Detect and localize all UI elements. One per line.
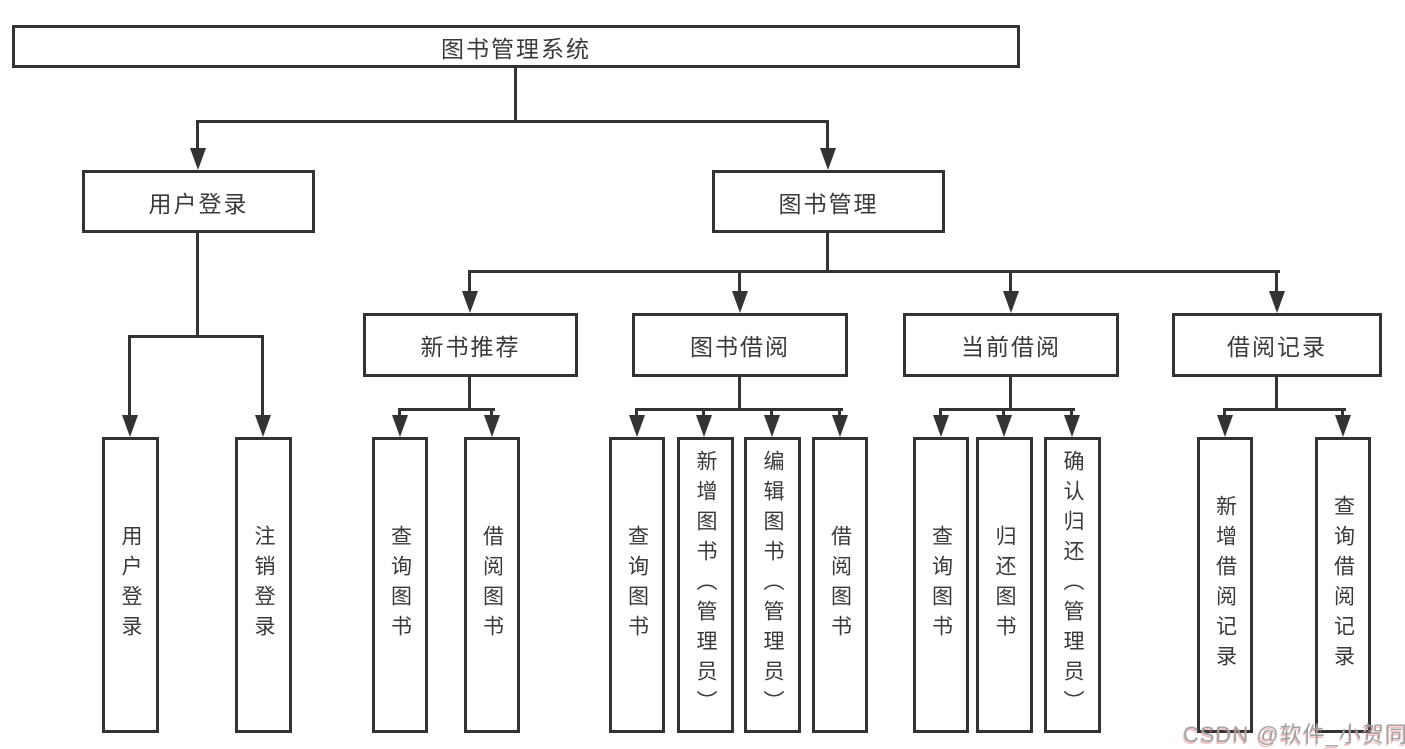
node-book-borrowing-label: 图书借阅	[690, 334, 790, 360]
leaf-cb-query-books: 查询图书	[913, 437, 969, 733]
connector-hline	[128, 335, 264, 338]
csdn-watermark: CSDN @软件_小贺同学	[1183, 722, 1405, 747]
connector-vline	[635, 408, 638, 417]
connector-hline	[1223, 408, 1346, 411]
arrowhead-down-icon	[820, 148, 836, 170]
connector-vline	[514, 68, 517, 120]
connector-vline	[738, 377, 741, 408]
connector-vline	[468, 377, 471, 408]
node-root-label: 图书管理系统	[441, 35, 591, 62]
leaf-bb-borrow-books-label: 借阅图书	[828, 525, 852, 645]
connector-vline	[826, 120, 829, 149]
leaf-cb-query-books-label: 查询图书	[929, 525, 953, 645]
node-current-borrowing-label: 当前借阅	[961, 334, 1061, 360]
leaf-cb-return-books: 归还图书	[976, 437, 1033, 733]
arrowhead-down-icon	[255, 415, 271, 437]
connector-vline	[939, 408, 942, 417]
leaf-nb-query-books-label: 查询图书	[388, 525, 412, 645]
leaf-br-query-record: 查询借阅记录	[1315, 437, 1371, 733]
node-root: 图书管理系统	[12, 25, 1020, 68]
leaf-br-add-record-label: 新增借阅记录	[1213, 495, 1237, 675]
connector-vline	[1002, 408, 1005, 417]
leaf-cb-confirm-return-admin: 确认归还（管理员）	[1044, 437, 1101, 733]
leaf-br-add-record: 新增借阅记录	[1197, 437, 1253, 733]
leaf-user-login: 用户登录	[102, 437, 159, 733]
node-new-book-recommend-label: 新书推荐	[420, 334, 521, 360]
connector-hline	[196, 120, 829, 123]
arrowhead-down-icon	[629, 415, 645, 437]
leaf-bb-edit-books-admin-label: 编辑图书（管理员）	[761, 450, 784, 720]
arrowhead-down-icon	[1003, 291, 1019, 313]
arrowhead-down-icon	[764, 415, 780, 437]
leaf-user-login-label: 用户登录	[119, 525, 142, 645]
arrowhead-down-icon	[696, 415, 712, 437]
connector-vline	[826, 233, 829, 270]
leaf-bb-query-books: 查询图书	[609, 437, 665, 733]
leaf-nb-borrow-books-label: 借阅图书	[480, 525, 504, 645]
node-borrowing-records: 借阅记录	[1172, 313, 1382, 377]
node-user-login: 用户登录	[82, 170, 315, 233]
node-book-borrowing: 图书借阅	[632, 313, 848, 377]
arrowhead-down-icon	[732, 291, 748, 313]
leaf-logout-label: 注销登录	[252, 525, 275, 645]
connector-vline	[398, 408, 401, 417]
leaf-bb-add-books-admin-label: 新增图书（管理员）	[694, 450, 717, 720]
arrowhead-down-icon	[1335, 415, 1351, 437]
connector-vline	[838, 408, 841, 417]
connector-vline	[128, 335, 131, 416]
leaf-nb-query-books: 查询图书	[372, 437, 428, 733]
node-user-login-label: 用户登录	[148, 190, 249, 217]
connector-vline	[1009, 377, 1012, 408]
connector-vline	[1009, 270, 1012, 292]
arrowhead-down-icon	[996, 415, 1012, 437]
arrowhead-down-icon	[933, 415, 949, 437]
connector-vline	[468, 270, 471, 292]
connector-vline	[738, 270, 741, 292]
arrowhead-down-icon	[1064, 415, 1080, 437]
leaf-bb-borrow-books: 借阅图书	[812, 437, 868, 733]
connector-vline	[196, 120, 199, 149]
arrowhead-down-icon	[832, 415, 848, 437]
arrowhead-down-icon	[1217, 415, 1233, 437]
node-borrowing-records-label: 借阅记录	[1227, 334, 1327, 360]
arrowhead-down-icon	[462, 291, 478, 313]
arrowhead-down-icon	[1269, 291, 1285, 313]
connector-vline	[770, 408, 773, 417]
connector-vline	[702, 408, 705, 417]
connector-hline	[398, 408, 495, 411]
connector-hline	[468, 270, 1280, 273]
arrowhead-down-icon	[122, 415, 138, 437]
leaf-logout: 注销登录	[235, 437, 292, 733]
arrowhead-down-icon	[190, 148, 206, 170]
arrowhead-down-icon	[484, 415, 500, 437]
node-book-management-label: 图书管理	[778, 190, 879, 217]
connector-vline	[1275, 377, 1278, 408]
leaf-bb-query-books-label: 查询图书	[625, 525, 649, 645]
node-new-book-recommend: 新书推荐	[363, 313, 578, 377]
connector-vline	[261, 335, 264, 416]
node-current-borrowing: 当前借阅	[903, 313, 1119, 377]
connector-hline	[635, 408, 843, 411]
leaf-nb-borrow-books: 借阅图书	[464, 437, 520, 733]
connector-vline	[1341, 408, 1344, 417]
connector-vline	[1223, 408, 1226, 417]
leaf-bb-edit-books-admin: 编辑图书（管理员）	[744, 437, 801, 733]
leaf-br-query-record-label: 查询借阅记录	[1331, 495, 1355, 675]
leaf-bb-add-books-admin: 新增图书（管理员）	[677, 437, 734, 733]
leaf-cb-return-books-label: 归还图书	[993, 525, 1016, 645]
connector-hline	[939, 408, 1075, 411]
node-book-management: 图书管理	[712, 170, 945, 233]
connector-vline	[490, 408, 493, 417]
connector-vline	[1275, 270, 1278, 292]
leaf-cb-confirm-return-admin-label: 确认归还（管理员）	[1061, 450, 1084, 720]
connector-vline	[1070, 408, 1073, 417]
arrowhead-down-icon	[392, 415, 408, 437]
connector-vline	[196, 233, 199, 335]
